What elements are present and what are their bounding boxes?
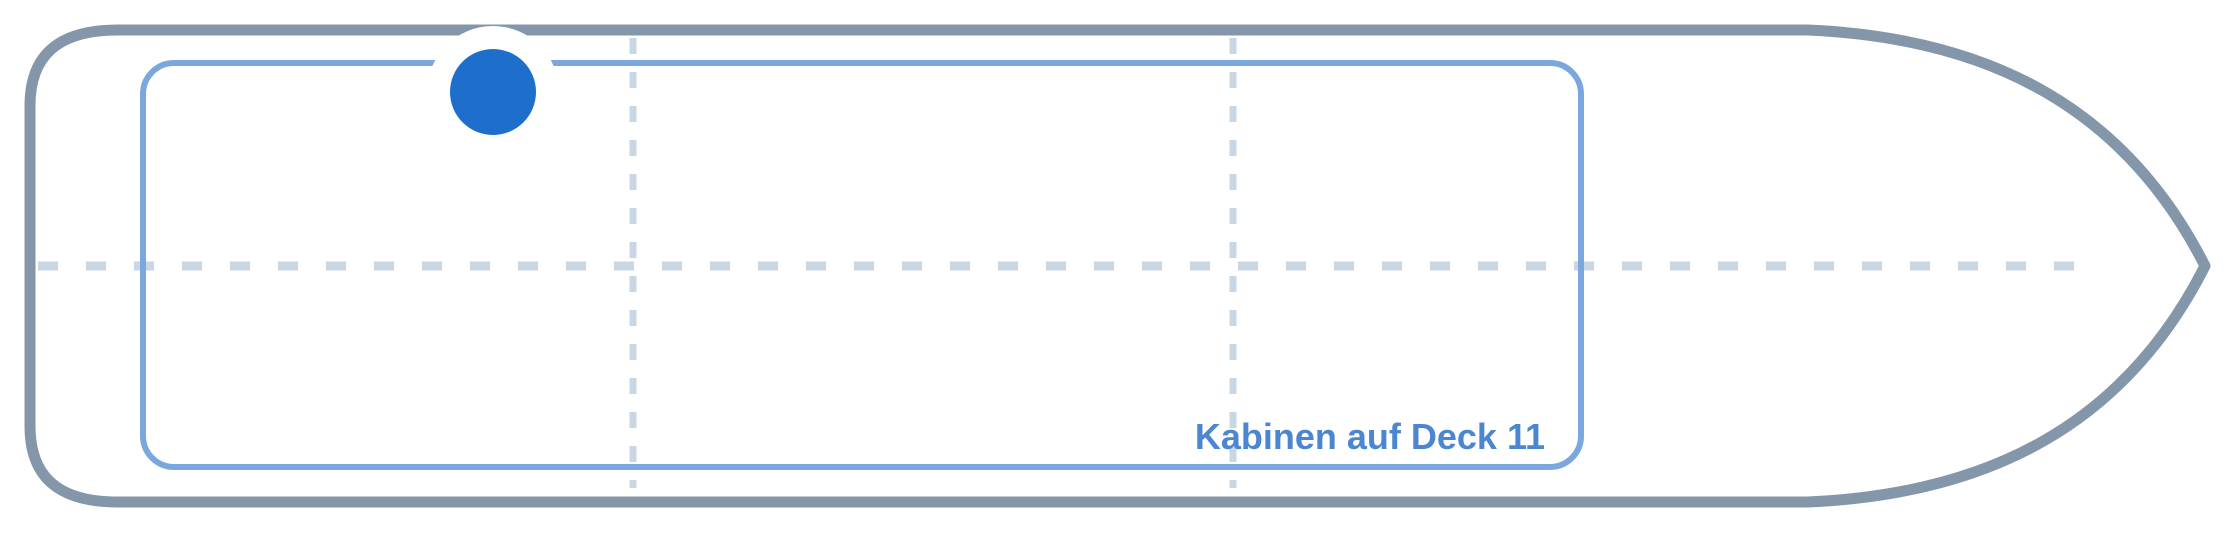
location-marker[interactable] — [427, 26, 559, 158]
location-marker-dot[interactable] — [450, 49, 536, 135]
cabin-area-label: Kabinen auf Deck 11 — [1195, 416, 1545, 457]
cabin-area-deck-11[interactable] — [140, 60, 1584, 470]
ship-hull-outline — [24, 24, 2211, 508]
